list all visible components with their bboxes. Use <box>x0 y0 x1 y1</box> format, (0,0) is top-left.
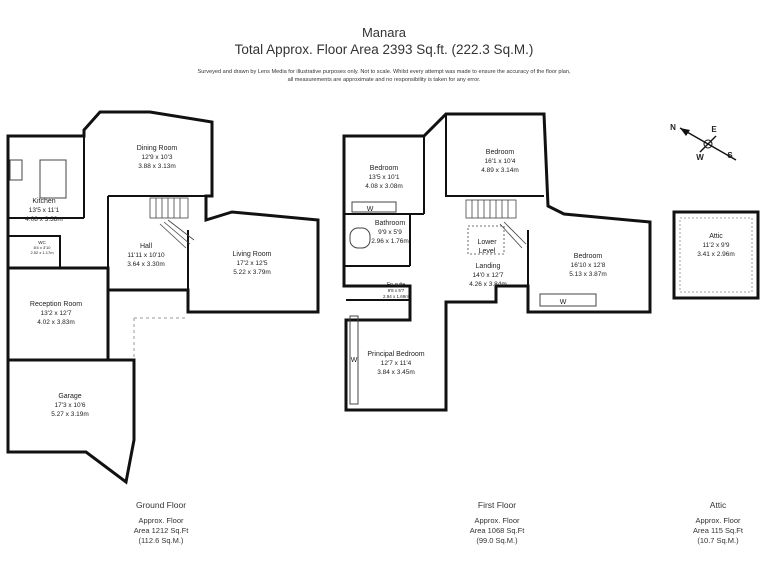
room-label-living: Living Room 17'2 x 12'5 5.22 x 3.79m <box>233 251 272 276</box>
svg-text:WC: WC <box>38 240 46 245</box>
svg-text:16'10 x 12'8: 16'10 x 12'8 <box>571 262 606 269</box>
ground-floor-area-line-2: Area 1212 Sq.Ft <box>133 526 189 535</box>
svg-text:13'5 x 10'1: 13'5 x 10'1 <box>368 174 399 181</box>
svg-text:5.13 x 3.87m: 5.13 x 3.87m <box>569 271 607 278</box>
svg-text:4.02 x 3.83m: 4.02 x 3.83m <box>37 319 75 326</box>
first-floor-caption: First Floor Approx. Floor Area 1068 Sq.F… <box>422 500 572 546</box>
room-label-reception: Reception Room 13'2 x 12'7 4.02 x 3.83m <box>30 301 82 326</box>
svg-text:3.84 x 3.45m: 3.84 x 3.45m <box>377 369 415 376</box>
svg-text:5.22 x 3.79m: 5.22 x 3.79m <box>233 269 271 276</box>
room-label-bedroom-left: Bedroom 13'5 x 10'1 4.08 x 3.08m <box>365 165 403 190</box>
wardrobe-mark: W <box>560 299 567 306</box>
svg-text:13'5 x 11'1: 13'5 x 11'1 <box>29 207 60 214</box>
svg-text:Garage: Garage <box>58 393 81 400</box>
ground-floor-plan <box>6 110 320 485</box>
room-label-kitchen: Kitchen 13'5 x 11'1 4.08 x 3.38m <box>25 198 63 223</box>
svg-text:5.27 x 3.19m: 5.27 x 3.19m <box>51 411 89 418</box>
svg-text:11'11 x 10'10: 11'11 x 10'10 <box>127 252 165 259</box>
compass-west: W <box>696 153 704 162</box>
wardrobe-mark: W <box>367 206 374 213</box>
svg-text:Bedroom: Bedroom <box>574 253 603 260</box>
ground-floor-area-line-1: Approx. Floor <box>138 516 184 525</box>
attic-area-line-1: Approx. Floor <box>695 516 741 525</box>
svg-text:Landing: Landing <box>476 263 501 270</box>
room-label-hall: Hall 11'11 x 10'10 3.64 x 3.30m <box>127 243 165 268</box>
total-floor-area: Total Approx. Floor Area 2393 Sq.ft. (22… <box>234 42 534 57</box>
svg-text:11'2 x 9'9: 11'2 x 9'9 <box>703 242 730 249</box>
room-label-landing: Landing 14'0 x 12'7 4.26 x 3.84m <box>469 263 507 288</box>
svg-text:Bathroom: Bathroom <box>375 220 406 227</box>
svg-text:Attic: Attic <box>709 233 723 240</box>
svg-text:16'1 x 10'4: 16'1 x 10'4 <box>484 158 515 165</box>
attic-floor-name: Attic <box>709 500 727 510</box>
svg-text:4.26 x 3.84m: 4.26 x 3.84m <box>469 281 507 288</box>
svg-text:9'8 x 5'7: 9'8 x 5'7 <box>388 288 405 293</box>
compass-north: N <box>670 123 676 132</box>
plan-title: Manara <box>361 25 407 40</box>
compass-south: S <box>727 151 733 160</box>
svg-text:14'0 x 12'7: 14'0 x 12'7 <box>472 272 503 279</box>
room-label-garage: Garage 17'3 x 10'6 5.27 x 3.19m <box>51 393 89 418</box>
attic-area-line-2: Area 115 Sq.Ft <box>693 526 743 535</box>
attic-area-line-3: (10.7 Sq.M.) <box>697 536 739 545</box>
attic-caption: Attic Approx. Floor Area 115 Sq.Ft (10.7… <box>643 500 768 546</box>
first-floor-area-line-3: (99.0 Sq.M.) <box>476 536 518 545</box>
ground-floor-area-line-3: (112.6 Sq.M.) <box>138 536 184 545</box>
room-label-bedroom-top: Bedroom 16'1 x 10'4 4.89 x 3.14m <box>481 149 519 174</box>
compass-rose: N E W S <box>670 123 737 162</box>
compass-east: E <box>711 125 717 134</box>
svg-text:Bedroom: Bedroom <box>370 165 399 172</box>
disclaimer-line-2: all measurements are approximate and no … <box>287 77 481 83</box>
svg-text:4.08 x 3.08m: 4.08 x 3.08m <box>365 183 403 190</box>
svg-text:2.94 x 1.69m: 2.94 x 1.69m <box>383 294 409 299</box>
room-label-bedroom-right: Bedroom 16'10 x 12'8 5.13 x 3.87m <box>569 253 607 278</box>
svg-text:12'9 x 10'3: 12'9 x 10'3 <box>141 154 172 161</box>
svg-text:Level: Level <box>479 248 496 255</box>
svg-text:3.88 x 3.13m: 3.88 x 3.13m <box>138 163 176 170</box>
room-label-attic: Attic 11'2 x 9'9 3.41 x 2.96m <box>697 233 735 258</box>
svg-text:Dining Room: Dining Room <box>137 145 178 152</box>
svg-text:13'2 x 12'7: 13'2 x 12'7 <box>40 310 71 317</box>
room-label-bathroom: Bathroom 9'9 x 5'9 2.96 x 1.76m <box>371 220 409 245</box>
svg-text:9'9 x 5'9: 9'9 x 5'9 <box>378 229 402 236</box>
svg-text:2.52 x 1.17m: 2.52 x 1.17m <box>30 250 54 255</box>
svg-text:Lower: Lower <box>477 239 497 246</box>
svg-text:3.41 x 2.96m: 3.41 x 2.96m <box>697 251 735 258</box>
first-floor-plan <box>342 112 652 412</box>
room-label-lower-level: Lower Level <box>477 239 497 255</box>
svg-text:Kitchen: Kitchen <box>32 198 55 205</box>
ground-floor-name: Ground Floor <box>135 500 187 510</box>
first-floor-area-line-1: Approx. Floor <box>474 516 520 525</box>
room-label-wc: WC 8'4 x 3'10 2.52 x 1.17m <box>30 240 54 255</box>
room-label-dining: Dining Room 12'9 x 10'3 3.88 x 3.13m <box>137 145 178 170</box>
svg-text:12'7 x 11'4: 12'7 x 11'4 <box>381 360 412 367</box>
svg-text:2.96 x 1.76m: 2.96 x 1.76m <box>371 238 409 245</box>
svg-text:4.89 x 3.14m: 4.89 x 3.14m <box>481 167 519 174</box>
svg-text:17'2 x 12'5: 17'2 x 12'5 <box>236 260 267 267</box>
first-floor-name: First Floor <box>477 500 517 510</box>
svg-text:3.64 x 3.30m: 3.64 x 3.30m <box>127 261 165 268</box>
first-floor-area-line-2: Area 1068 Sq.Ft <box>469 526 525 535</box>
svg-text:Living Room: Living Room <box>233 251 272 258</box>
svg-text:4.08 x 3.38m: 4.08 x 3.38m <box>25 216 63 223</box>
svg-text:En-suite: En-suite <box>387 282 406 288</box>
svg-text:Principal Bedroom: Principal Bedroom <box>367 351 424 358</box>
svg-text:8'4 x 3'10: 8'4 x 3'10 <box>34 245 52 250</box>
ground-floor-caption: Ground Floor Approx. Floor Area 1212 Sq.… <box>86 500 236 546</box>
wardrobe-mark: W <box>351 357 358 364</box>
svg-text:Reception Room: Reception Room <box>30 301 82 308</box>
disclaimer-line-1: Surveyed and drawn by Lens Media for ill… <box>197 69 571 75</box>
disclaimer: Surveyed and drawn by Lens Media for ill… <box>0 68 768 84</box>
room-label-ensuite: En-suite 9'8 x 5'7 2.94 x 1.69m <box>383 282 409 299</box>
svg-text:17'3 x 10'6: 17'3 x 10'6 <box>54 402 85 409</box>
attic-plan <box>672 210 760 300</box>
svg-text:Hall: Hall <box>140 243 153 250</box>
svg-text:Bedroom: Bedroom <box>486 149 515 156</box>
room-label-principal-bedroom: Principal Bedroom 12'7 x 11'4 3.84 x 3.4… <box>367 351 424 376</box>
